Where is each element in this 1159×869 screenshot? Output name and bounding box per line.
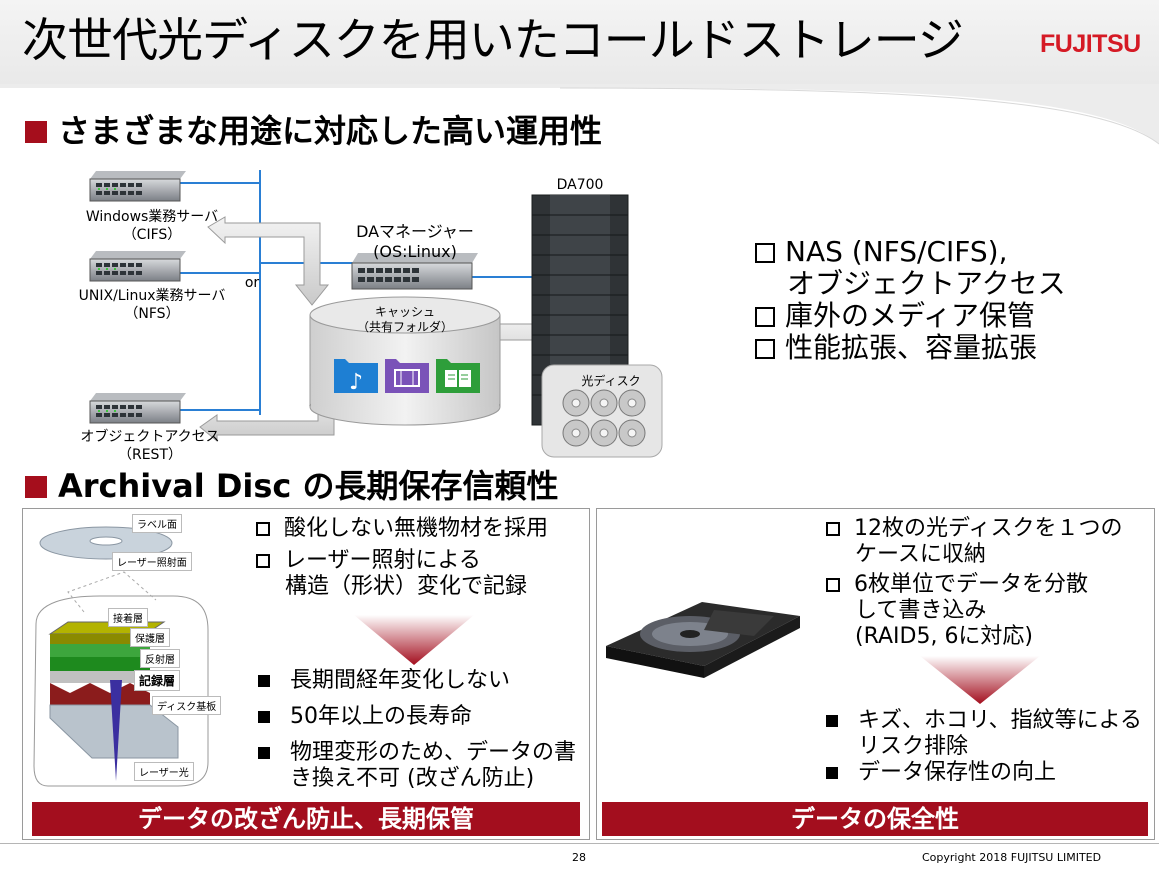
down-triangle-arrow-icon: [354, 615, 474, 665]
cache-label: キャッシュ （共有フォルダ）: [356, 305, 453, 334]
unix-server-icon: [89, 251, 186, 282]
layer-substrate-tag: ディスク基板: [152, 696, 222, 715]
checkbox-bullet-icon: [755, 307, 775, 327]
laser-light-tag: レーザー光: [134, 762, 194, 781]
section1-bullet: [25, 121, 47, 143]
windows-server-label: Windows業務サーバ （CIFS）: [85, 209, 219, 243]
square-bullet-icon: [826, 715, 838, 727]
checkbox-bullet-icon: [256, 554, 270, 568]
svg-text:♪: ♪: [349, 370, 363, 395]
or-label: or: [244, 275, 260, 291]
feature-item: 庫外のメディア保管: [755, 300, 1066, 332]
unix-server-label: UNIX/Linux業務サーバ （NFS）: [78, 288, 226, 322]
section2-heading: Archival Disc の長期保存信頼性: [58, 467, 559, 505]
result-item: 長期間経年変化しない: [258, 668, 576, 694]
point-item-cont: 構造（形状）変化で記録: [285, 574, 528, 599]
checkbox-bullet-icon: [755, 243, 775, 263]
label-side-tag: ラベル面: [132, 514, 182, 533]
fujitsu-logo: FUJITSU: [1040, 30, 1141, 58]
feature-item: NAS (NFS/CIFS),: [755, 236, 1066, 268]
result-item: 物理変形のため、データの書: [258, 740, 576, 766]
film-folder-icon: [385, 359, 429, 393]
result-item: 50年以上の長寿命: [258, 704, 576, 730]
checkbox-bullet-icon: [826, 522, 840, 536]
header-swoosh: [0, 84, 1159, 145]
object-server-icon: [89, 393, 186, 424]
section1-heading: さまざまな用途に対応した高い運用性: [58, 112, 603, 150]
layer-protective-tag: 保護層: [130, 628, 170, 647]
point-item: 酸化しない無機物材を採用: [256, 516, 548, 542]
da-manager-server-icon: [351, 253, 478, 290]
optical-disc-label: 光ディスク: [581, 374, 641, 388]
point-item: レーザー照射による: [256, 548, 548, 574]
result-item: キズ、ホコリ、指紋等による: [826, 708, 1142, 734]
result-item: データ保存性の向上: [826, 760, 1142, 786]
result-item-cont: き換え不可 (改ざん防止): [290, 766, 535, 791]
windows-server-icon: [89, 171, 186, 202]
left-results: 長期間経年変化しない 50年以上の長寿命 物理変形のため、データの書 き換え不可…: [258, 668, 576, 792]
checkbox-bullet-icon: [755, 339, 775, 359]
feature-item-cont: オブジェクトアクセス: [787, 267, 1066, 300]
title-bar: [0, 0, 1159, 84]
square-bullet-icon: [826, 767, 838, 779]
book-folder-icon: [436, 359, 480, 393]
music-folder-icon: ♪: [334, 359, 378, 395]
section2-bullet: [25, 476, 47, 498]
point-item-cont: して書き込み: [855, 598, 987, 623]
right-results: キズ、ホコリ、指紋等による リスク排除 データ保存性の向上: [826, 708, 1142, 786]
object-access-label: オブジェクトアクセス （REST）: [80, 429, 220, 463]
left-points: 酸化しない無機物材を採用 レーザー照射による 構造（形状）変化で記録: [256, 516, 548, 600]
square-bullet-icon: [258, 747, 270, 759]
copyright: Copyright 2018 FUJITSU LIMITED: [922, 851, 1102, 864]
checkbox-bullet-icon: [826, 578, 840, 592]
layer-adhesive-tag: 接着層: [108, 608, 148, 627]
optical-disc-case-icon: [541, 364, 663, 458]
layer-recording-tag: 記録層: [134, 670, 181, 691]
page-title: 次世代光ディスクを用いたコールドストレージ: [22, 13, 964, 67]
da700-label: DA700: [556, 177, 604, 193]
right-banner: データの保全性: [602, 802, 1148, 836]
layer-reflective-tag: 反射層: [140, 649, 180, 668]
point-item-cont: (RAID5, 6に対応): [855, 624, 1034, 649]
point-item: 6枚単位でデータを分散: [826, 572, 1122, 598]
checkbox-bullet-icon: [256, 522, 270, 536]
footer-divider: [0, 843, 1159, 844]
storage-diagram: ♪: [89, 170, 663, 458]
right-points: 12枚の光ディスクを１つの ケースに収納 6枚単位でデータを分散 して書き込み …: [826, 516, 1122, 650]
left-banner: データの改ざん防止、長期保管: [32, 802, 580, 836]
square-bullet-icon: [258, 711, 270, 723]
disc-cartridge-illustration: [606, 602, 800, 678]
point-item-cont: ケースに収納: [855, 542, 986, 567]
page-number: 28: [572, 851, 586, 864]
da-manager-label: DAマネージャー (OS:Linux): [356, 222, 474, 261]
square-bullet-icon: [258, 675, 270, 687]
feature-item: 性能拡張、容量拡張: [755, 332, 1066, 364]
result-item-cont: リスク排除: [858, 734, 969, 759]
point-item: 12枚の光ディスクを１つの: [826, 516, 1122, 542]
feature-list: NAS (NFS/CIFS), オブジェクトアクセス 庫外のメディア保管 性能拡…: [755, 236, 1066, 364]
laser-side-tag: レーザー照射面: [112, 552, 192, 571]
down-triangle-arrow-icon: [920, 656, 1040, 704]
